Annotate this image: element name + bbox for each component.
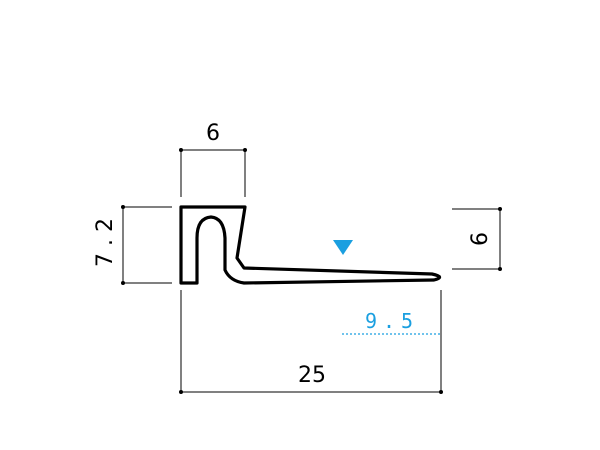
dimension-offset: 9.5 bbox=[342, 309, 441, 335]
dimension-top-width: 6 bbox=[179, 121, 247, 197]
dimension-left-height-label: 7.2 bbox=[93, 211, 118, 267]
dimension-right-height: 6 bbox=[452, 207, 502, 271]
profile-outline bbox=[179, 205, 442, 285]
dimension-offset-label: 9.5 bbox=[365, 309, 419, 333]
dimension-total-width: 25 bbox=[179, 290, 443, 394]
triangle-down-icon bbox=[333, 240, 353, 255]
dimension-left-height: 7.2 bbox=[93, 205, 172, 285]
dimension-top-width-label: 6 bbox=[206, 121, 220, 146]
dimension-right-height-label: 6 bbox=[468, 232, 493, 246]
dimension-total-width-label: 25 bbox=[298, 363, 326, 388]
